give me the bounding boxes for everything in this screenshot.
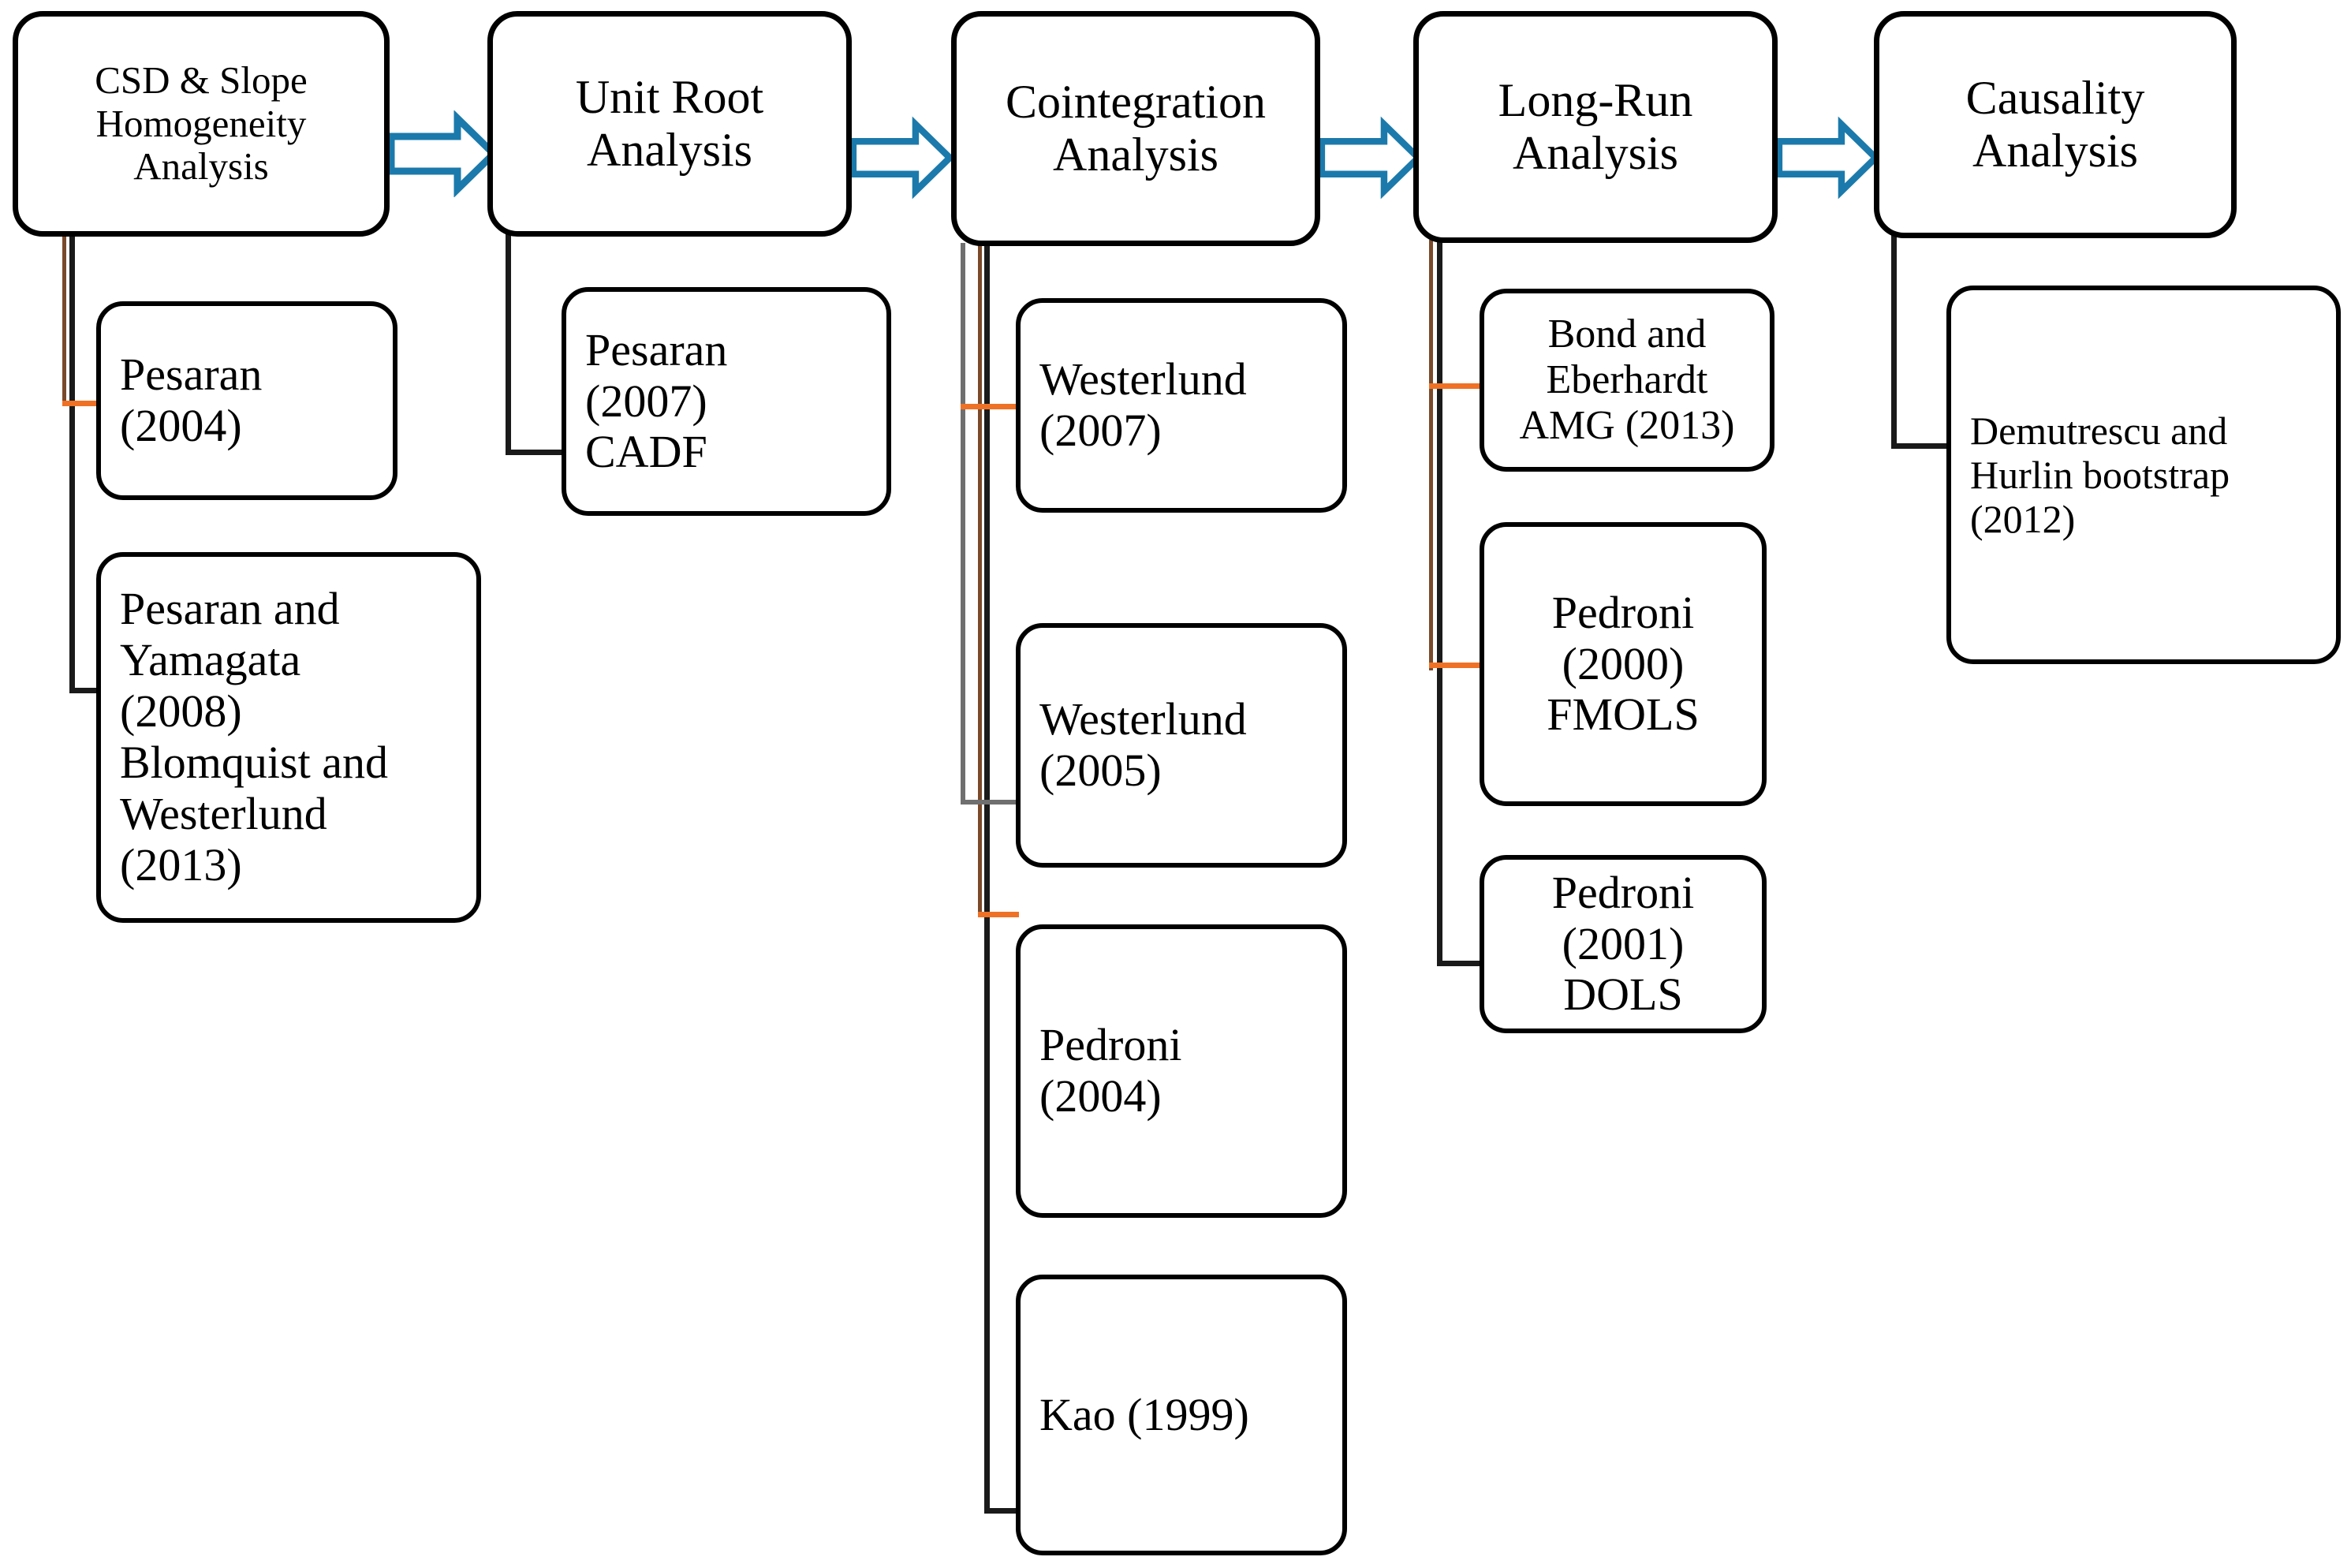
method-box-westerlund-2007[interactable]: Westerlund (2007) — [1016, 298, 1347, 513]
method-label-westerlund-2007: Westerlund (2007) — [1039, 353, 1247, 456]
method-box-pedroni-2001-dols[interactable]: Pedroni (2001) DOLS — [1480, 855, 1767, 1033]
connector-stub-cointegration-4 — [984, 1508, 1030, 1514]
stage-box-unit-root[interactable]: Unit Root Analysis — [487, 11, 852, 237]
connector-stub-cointegration-2 — [961, 800, 1017, 805]
connector-stub-causality-1 — [1891, 443, 1956, 449]
connector-dark-unit-root — [506, 233, 511, 454]
stage-label-long-run: Long-Run Analysis — [1498, 73, 1693, 179]
method-label-westerlund-2005: Westerlund (2005) — [1039, 693, 1247, 796]
connector-stub-long-run-1 — [1429, 383, 1484, 389]
arrow-unitroot-to-cointegration — [852, 114, 953, 201]
method-box-demutrescu-hurlin-2012[interactable]: Demutrescu and Hurlin bootstrap (2012) — [1946, 286, 2341, 664]
method-box-westerlund-2005[interactable]: Westerlund (2005) — [1016, 623, 1347, 868]
stage-label-unit-root: Unit Root Analysis — [575, 70, 764, 176]
connector-stub-cointegration-3 — [978, 912, 1019, 917]
stage-box-causality[interactable]: Causality Analysis — [1874, 11, 2237, 238]
connector-brown-csd — [62, 233, 66, 404]
stage-label-cointegration: Cointegration Analysis — [1006, 75, 1266, 181]
method-label-pesaran-2007-cadf: Pesaran (2007) CADF — [585, 323, 728, 478]
connector-stub-cointegration-1 — [961, 404, 1017, 409]
arrow-longrun-to-causality — [1778, 114, 1879, 201]
stage-label-csd: CSD & Slope Homogeneity Analysis — [95, 58, 308, 189]
connector-dark-cointegration — [984, 243, 990, 1513]
method-box-pesaran-2004[interactable]: Pesaran (2004) — [96, 301, 397, 500]
connector-stub-csd-2 — [69, 688, 117, 693]
connector-dark-csd — [69, 233, 75, 691]
connector-gray-cointegration — [961, 243, 965, 805]
connector-stub-long-run-2 — [1429, 663, 1484, 668]
method-box-pesaran-yamagata-blomquist[interactable]: Pesaran and Yamagata (2008) Blomquist an… — [96, 552, 481, 923]
method-box-kao-1999[interactable]: Kao (1999) — [1016, 1275, 1347, 1555]
method-box-pesaran-2007-cadf[interactable]: Pesaran (2007) CADF — [562, 287, 891, 516]
connector-brown-long-run — [1429, 240, 1433, 670]
connector-dark-causality — [1891, 235, 1897, 448]
method-label-bond-eberhardt-amg-2013: Bond and Eberhardt AMG (2013) — [1519, 311, 1735, 449]
method-label-pedroni-2000-fmols: Pedroni (2000) FMOLS — [1547, 586, 1700, 741]
stage-box-csd[interactable]: CSD & Slope Homogeneity Analysis — [13, 11, 390, 237]
stage-label-causality: Causality Analysis — [1965, 71, 2145, 177]
method-label-pedroni-2004: Pedroni (2004) — [1039, 1019, 1182, 1122]
connector-dark-long-run — [1437, 240, 1442, 965]
connector-stub-long-run-3 — [1437, 961, 1486, 966]
stage-box-cointegration[interactable]: Cointegration Analysis — [951, 11, 1320, 246]
method-label-kao-1999: Kao (1999) — [1039, 1388, 1249, 1440]
method-label-demutrescu-hurlin-2012: Demutrescu and Hurlin bootstrap (2012) — [1970, 409, 2230, 541]
method-box-bond-eberhardt-amg-2013[interactable]: Bond and Eberhardt AMG (2013) — [1480, 289, 1774, 472]
method-box-pedroni-2000-fmols[interactable]: Pedroni (2000) FMOLS — [1480, 522, 1767, 806]
connector-brown-cointegration — [978, 243, 982, 917]
method-label-pesaran-2004: Pesaran (2004) — [120, 349, 263, 451]
arrow-cointegration-to-longrun — [1320, 114, 1421, 201]
stage-box-long-run[interactable]: Long-Run Analysis — [1413, 11, 1778, 243]
method-label-pesaran-yamagata-blomquist: Pesaran and Yamagata (2008) Blomquist an… — [120, 583, 388, 890]
arrow-csd-to-unitroot — [390, 110, 497, 197]
method-label-pedroni-2001-dols: Pedroni (2001) DOLS — [1551, 866, 1695, 1021]
connector-stub-csd-1 — [62, 401, 114, 406]
method-box-pedroni-2004[interactable]: Pedroni (2004) — [1016, 924, 1347, 1218]
connector-stub-unit-root-1 — [506, 450, 569, 455]
